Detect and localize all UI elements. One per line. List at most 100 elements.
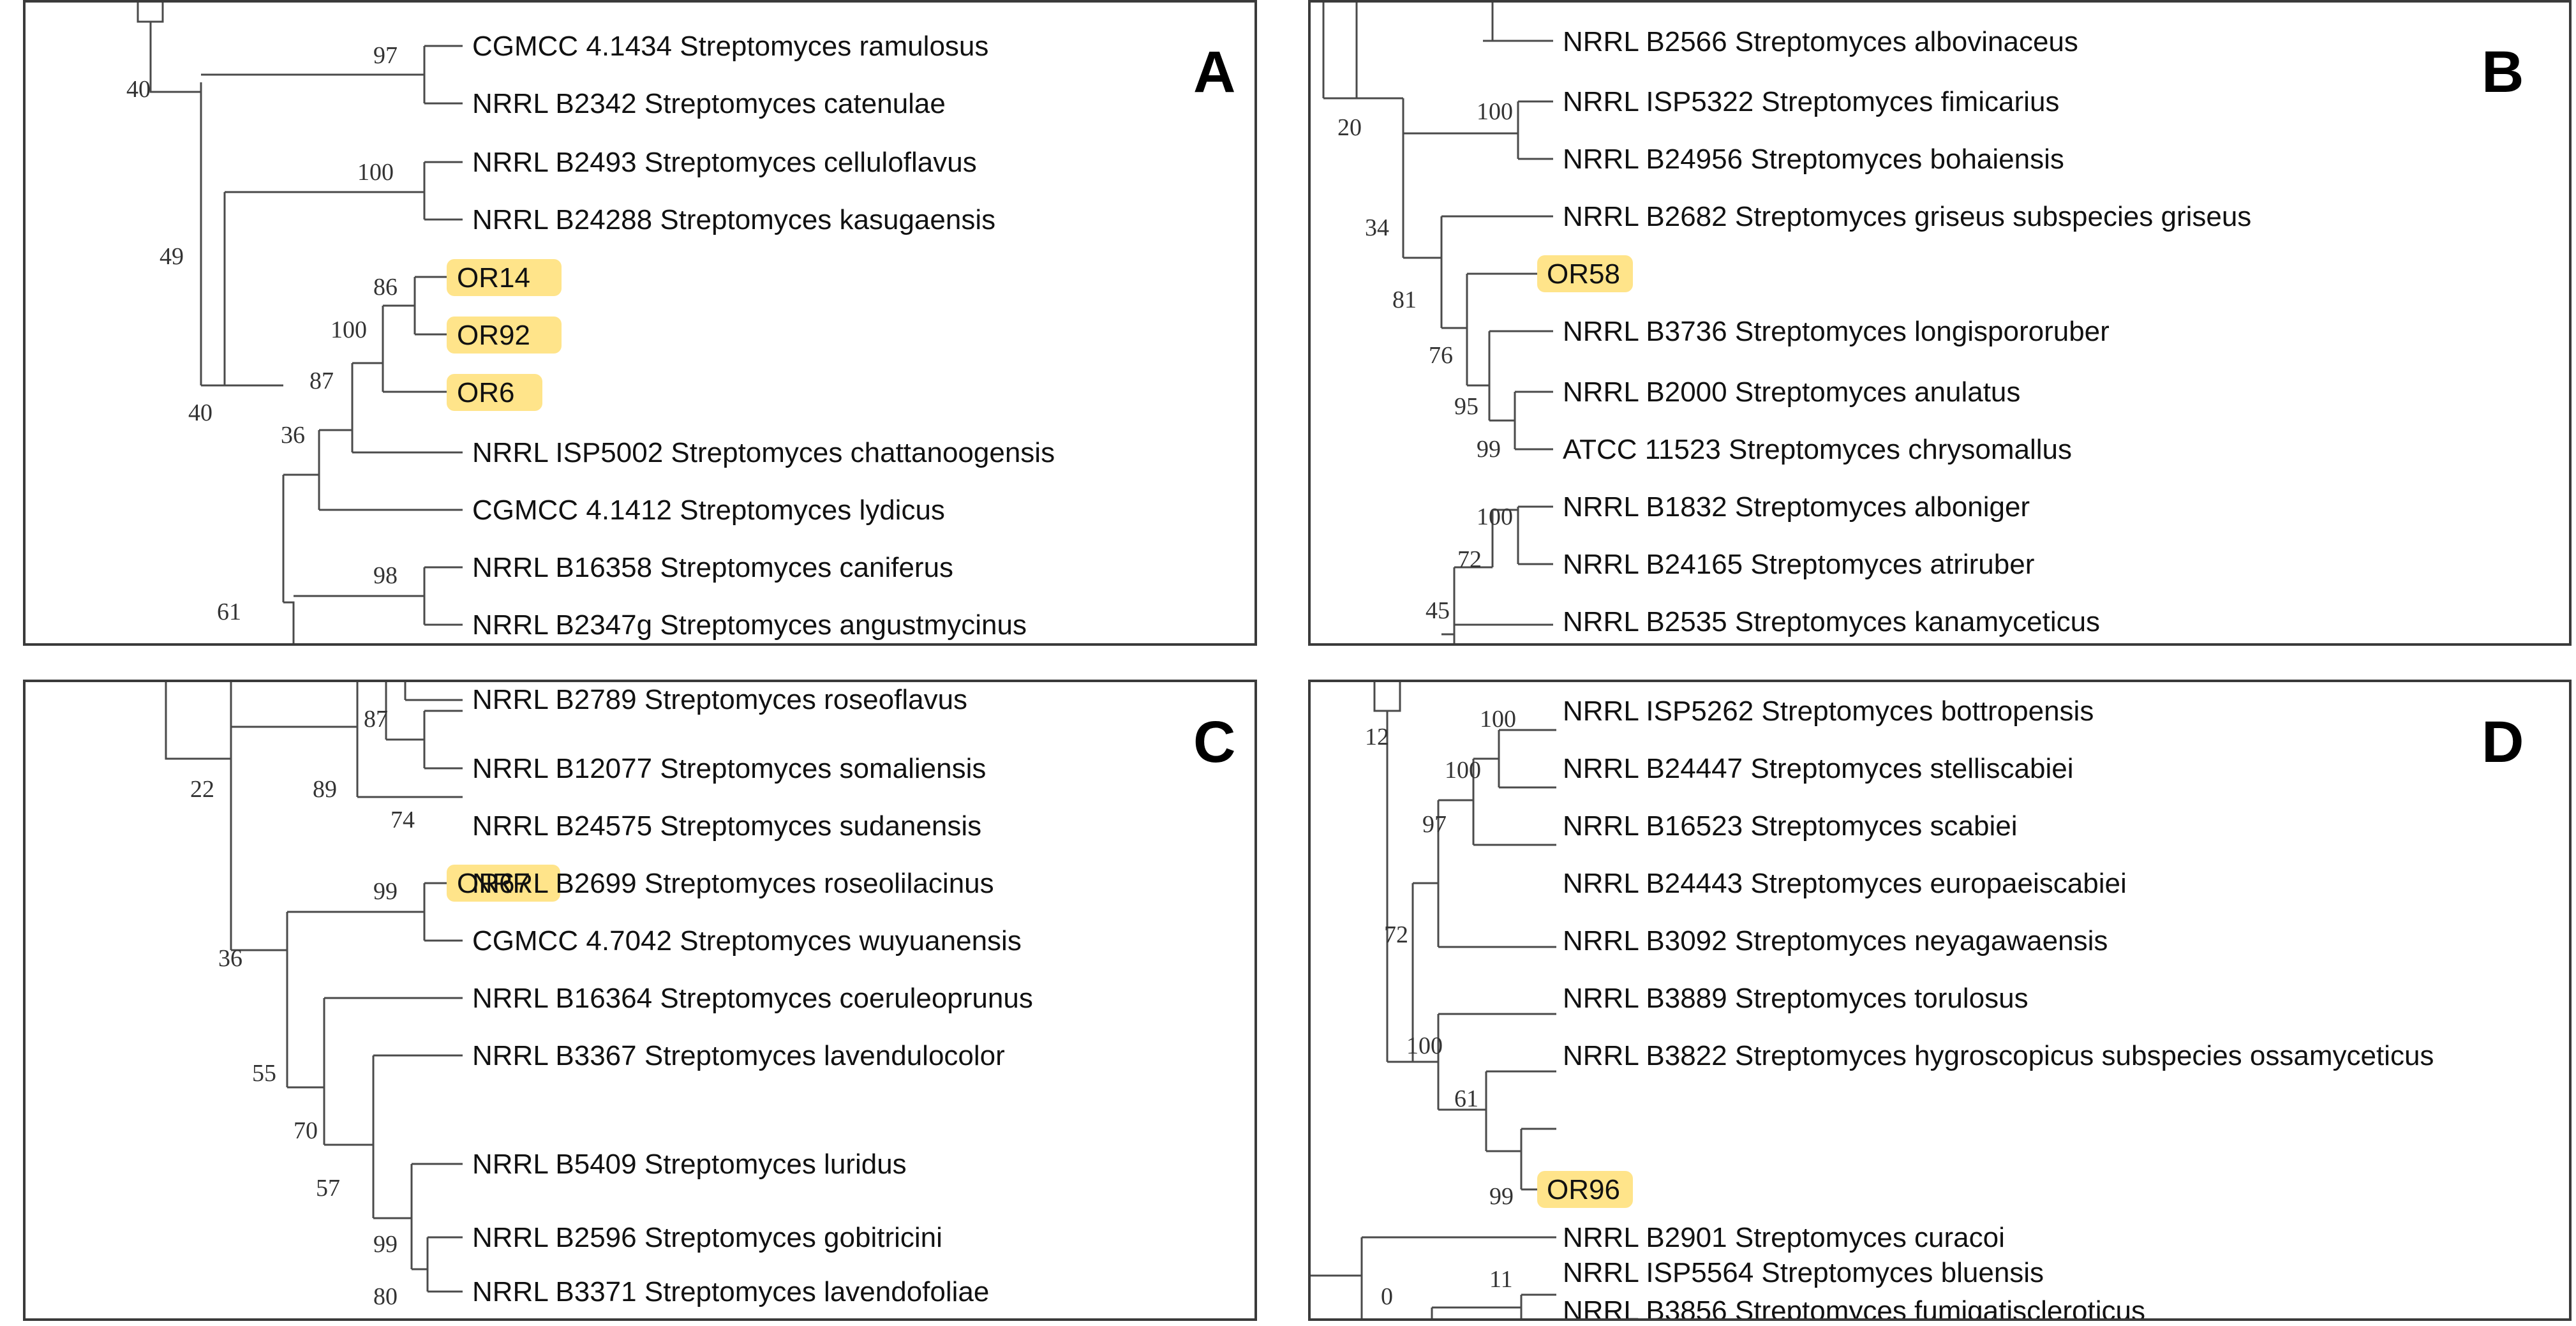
branch: [149, 22, 202, 93]
leaf-label: NRRL B2000 Streptomyces anulatus: [1563, 376, 2020, 408]
leaf-label: NRRL B3736 Streptomyces longispororuber: [1563, 316, 2110, 347]
highlight-or67: [447, 865, 560, 902]
leaf-label: NRRL ISP5002 Streptomyces chattanoogensi…: [472, 437, 1055, 468]
bootstrap-value: 100: [1406, 1032, 1443, 1059]
leaf-label: NRRL B2699 Streptomyces roseolilacinus: [472, 868, 994, 899]
branches: [165, 682, 463, 1293]
bootstrap-value: 12: [1365, 724, 1389, 750]
tree-b: NRRL B2566 Streptomyces albovinaceus NRR…: [1322, 3, 2524, 643]
leaf-label: OR96: [1547, 1174, 1620, 1205]
bootstrap-value: 76: [1429, 342, 1453, 369]
bootstrap-value: 61: [217, 599, 241, 625]
branch: [1483, 3, 1494, 42]
leaf-label: OR67: [457, 868, 530, 899]
panel-d: NRRL ISP5262 Streptomyces bottropensis N…: [1308, 680, 2572, 1321]
leaf-label: NRRL B2342 Streptomyces catenulae: [472, 88, 946, 119]
bootstrap-value: 36: [281, 422, 305, 449]
branches: [137, 3, 463, 643]
bootstrap-value: 40: [126, 76, 151, 103]
bootstrap-value: 11: [1489, 1266, 1513, 1293]
bootstrap-value: 49: [160, 243, 184, 270]
leaf-label: NRRL B16364 Streptomyces coeruleoprunus: [472, 983, 1033, 1014]
branches: [1322, 3, 1553, 643]
leaf-label: ATCC 11523 Streptomyces chrysomallus: [1563, 434, 2072, 465]
bootstrap-value: 100: [1477, 503, 1513, 530]
leaf-label: NRRL B3889 Streptomyces torulosus: [1563, 983, 2029, 1014]
bootstrap-value: 20: [1337, 114, 1362, 141]
bootstrap-value: 40: [188, 399, 212, 426]
leaf-label: NRRL ISP5262 Streptomyces bottropensis: [1563, 696, 2094, 727]
highlight-or58: [1537, 255, 1633, 292]
panel-c: NRRL B2789 Streptomyces roseoflavus NRRL…: [23, 680, 1257, 1321]
bootstrap-value: 80: [373, 1283, 398, 1310]
bootstrap-value: 100: [1477, 98, 1513, 125]
leaf-label: NRRL B2535 Streptomyces kanamyceticus: [1563, 606, 2100, 637]
bootstrap-value: 87: [364, 706, 388, 733]
bootstrap-value: 57: [316, 1175, 340, 1202]
bootstrap-value: 99: [373, 878, 398, 905]
leaf-label: NRRL B2347g Streptomyces angustmycinus: [472, 609, 1027, 641]
bootstrap-value: 86: [373, 274, 398, 301]
bootstrap-value: 0: [1381, 1283, 1393, 1310]
leaf-label: NRRL B3371 Streptomyces lavendofoliae: [472, 1276, 989, 1307]
leaf-label: NRRL B2682 Streptomyces griseus subspeci…: [1563, 201, 2251, 232]
bootstrap-value: 99: [1477, 436, 1501, 463]
leaf-label: NRRL B2901 Streptomyces curacoi: [1563, 1222, 2005, 1253]
branch: [1441, 633, 1456, 643]
bootstrap-value: 97: [1422, 811, 1447, 838]
branch: [283, 601, 295, 643]
leaf-label: OR6: [457, 377, 514, 408]
leaf-label: OR92: [457, 320, 530, 351]
panel-letter: D: [2482, 710, 2524, 775]
bootstrap-value: 100: [357, 159, 394, 186]
bootstrap-value: 100: [331, 317, 367, 343]
bootstrap-value: 99: [373, 1231, 398, 1258]
leaf-label: NRRL B16523 Streptomyces scabiei: [1563, 810, 2018, 842]
leaf-label: NRRL B2596 Streptomyces gobitricini: [472, 1222, 942, 1253]
bootstrap-value: 87: [309, 368, 334, 394]
tree-a: CGMCC 4.1434 Streptomyces ramulosus NRRL…: [126, 3, 1235, 643]
bootstrap-value: 55: [252, 1060, 276, 1087]
bootstrap-value: 72: [1457, 546, 1482, 573]
bootstrap-value: 100: [1480, 706, 1516, 733]
tree-d: NRRL ISP5262 Streptomyces bottropensis N…: [1311, 682, 2524, 1321]
highlight-or6: [447, 374, 542, 411]
leaf-label: NRRL B24288 Streptomyces kasugaensis: [472, 204, 995, 235]
leaf-label: NRRL B2789 Streptomyces roseoflavus: [472, 684, 967, 715]
tree-c: NRRL B2789 Streptomyces roseoflavus NRRL…: [165, 682, 1235, 1310]
leaf-label: NRRL B24165 Streptomyces atriruber: [1563, 549, 2034, 580]
bootstrap-value: 95: [1454, 393, 1478, 420]
leaf-label: CGMCC 4.7042 Streptomyces wuyuanensis: [472, 925, 1022, 957]
branch: [1373, 682, 1401, 712]
leaf-label: NRRL B12077 Streptomyces somaliensis: [472, 753, 986, 784]
leaf-label: NRRL ISP5322 Streptomyces fimicarius: [1563, 86, 2059, 117]
bootstrap-value: 97: [373, 42, 398, 69]
leaf-label: CGMCC 4.1412 Streptomyces lydicus: [472, 495, 945, 526]
highlight-or14: [447, 259, 562, 296]
leaf-label: NRRL ISP5564 Streptomyces bluensis: [1563, 1257, 2044, 1288]
bootstrap-value: 22: [190, 776, 214, 803]
highlight-or92: [447, 317, 562, 354]
leaf-label: NRRL B16358 Streptomyces caniferus: [472, 552, 953, 583]
leaf-label: NRRL B2566 Streptomyces albovinaceus: [1563, 26, 2078, 57]
branches: [1311, 682, 1556, 1318]
bootstrap-value: 99: [1489, 1183, 1514, 1210]
leaf-label: CGMCC 4.1434 Streptomyces ramulosus: [472, 31, 988, 62]
leaf-label: NRRL B3367 Streptomyces lavendulocolor: [472, 1040, 1005, 1071]
bootstrap-value: 61: [1454, 1085, 1478, 1112]
bootstrap-value: 89: [313, 776, 337, 803]
leaf-label: NRRL B5409 Streptomyces luridus: [472, 1149, 907, 1180]
leaf-label: OR14: [457, 262, 530, 294]
leaf-label: NRRL B3822 Streptomyces hygroscopicus su…: [1563, 1040, 2434, 1071]
bootstrap-value: 100: [1445, 757, 1481, 784]
leaf-label: NRRL B3856 Streptomyces fumigatiscleroti…: [1563, 1295, 2145, 1321]
bootstrap-value: 45: [1426, 597, 1450, 624]
leaf-label: NRRL B24956 Streptomyces bohaiensis: [1563, 144, 2064, 175]
bootstrap-value: 70: [294, 1117, 318, 1144]
panel-b: NRRL B2566 Streptomyces albovinaceus NRR…: [1308, 0, 2572, 646]
branch: [1323, 3, 1358, 100]
bootstrap-value: 34: [1365, 214, 1389, 241]
bootstrap-value: 74: [391, 807, 415, 833]
branch: [137, 3, 164, 23]
highlight-or96: [1537, 1171, 1633, 1208]
